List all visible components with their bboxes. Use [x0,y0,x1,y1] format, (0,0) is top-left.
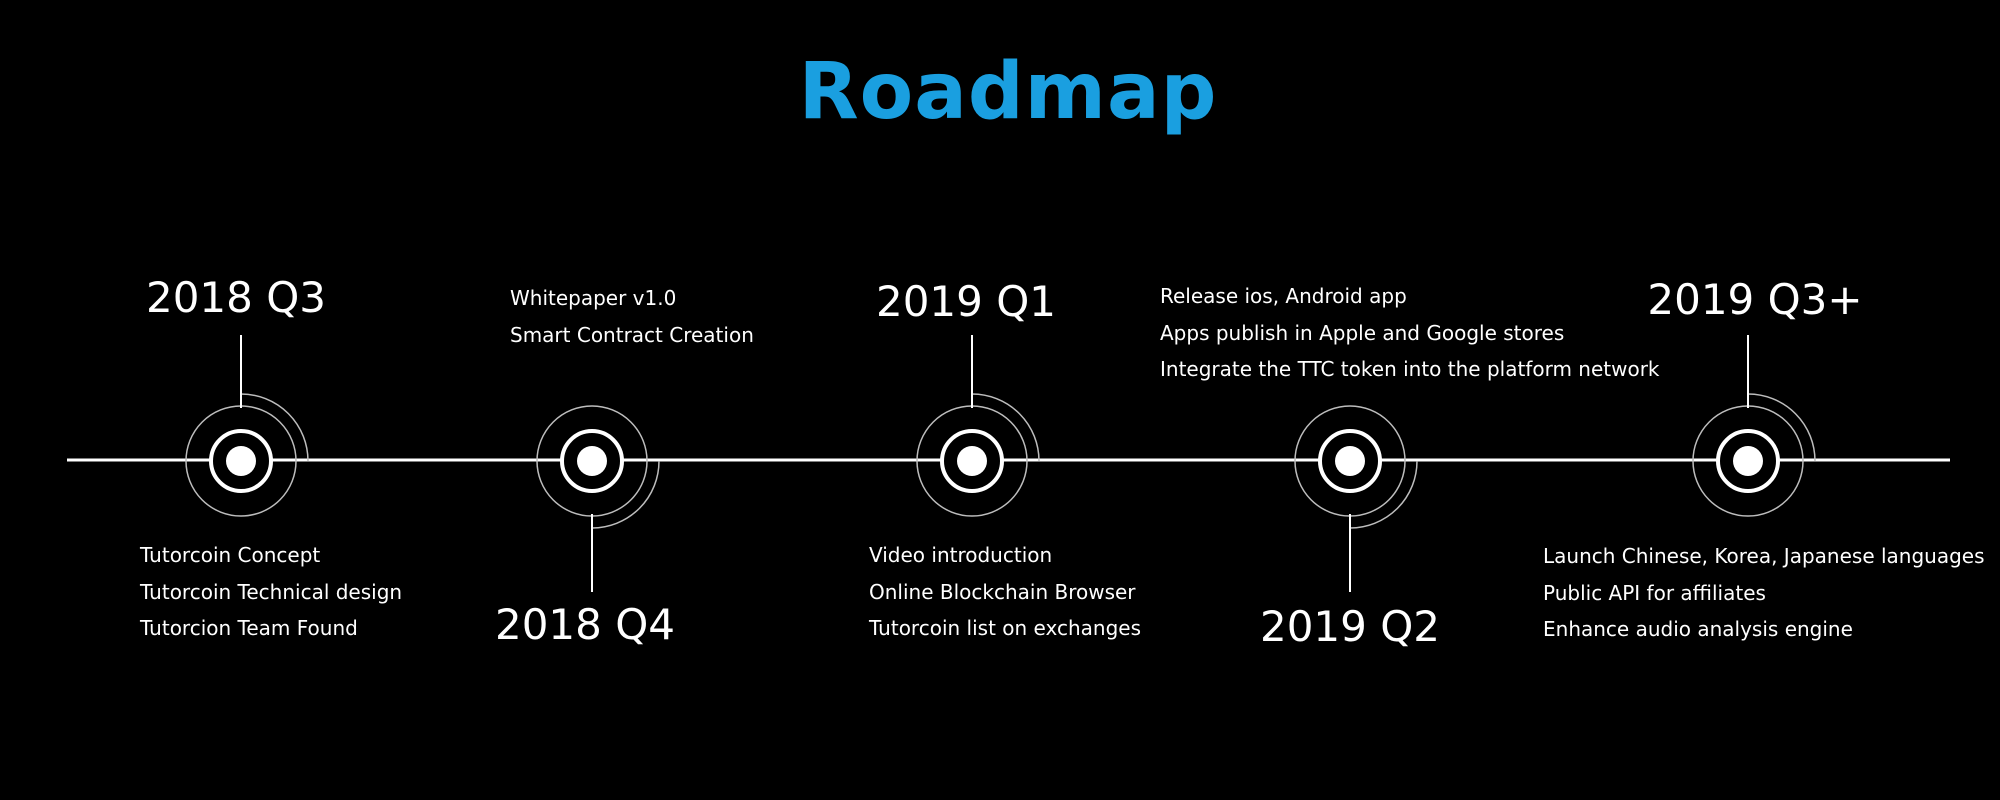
period-label: 2019 Q1 [875,277,1057,326]
page-title: Roadmap [798,47,1218,137]
task-list: Video introduction Online Blockchain Bro… [869,537,1141,647]
task-list: Release ios, Android app Apps publish in… [1160,278,1660,388]
task-item: Enhance audio analysis engine [1543,617,1853,642]
task-item: Tutorcoin Concept [140,543,321,567]
milestone-node [536,405,660,592]
task-item: Smart Contract Creation [510,322,754,347]
task-list: Whitepaper v1.0 Smart Contract Creation [510,280,754,353]
task-item: Video introduction [869,543,1053,567]
period-label: 2019 Q3+ [1647,275,1863,324]
task-item: Online Blockchain Browser [869,579,1136,604]
task-item: Release ios, Android app [1160,284,1407,308]
period-label: 2019 Q2 [1259,602,1441,651]
task-item: Tutorcoin list on exchanges [869,616,1142,641]
task-list: Launch Chinese, Korea, Japanese language… [1543,538,1985,648]
milestone-node [1692,335,1816,517]
task-item: Tutorcion Team Found [140,616,358,641]
milestone-node [1294,405,1418,592]
period-label: 2018 Q3 [145,273,327,322]
task-item: Launch Chinese, Korea, Japanese language… [1543,544,1985,568]
milestone-node [916,335,1040,517]
task-list: Tutorcoin Concept Tutorcoin Technical de… [140,537,402,647]
task-item: Apps publish in Apple and Google stores [1160,320,1565,345]
task-item: Tutorcoin Technical design [140,579,403,604]
task-item: Public API for affiliates [1543,580,1766,605]
milestone-node [185,335,309,517]
task-item: Whitepaper v1.0 [510,286,677,310]
period-label: 2018 Q4 [494,600,676,649]
task-item: Integrate the TTC token into the platfor… [1160,357,1660,382]
